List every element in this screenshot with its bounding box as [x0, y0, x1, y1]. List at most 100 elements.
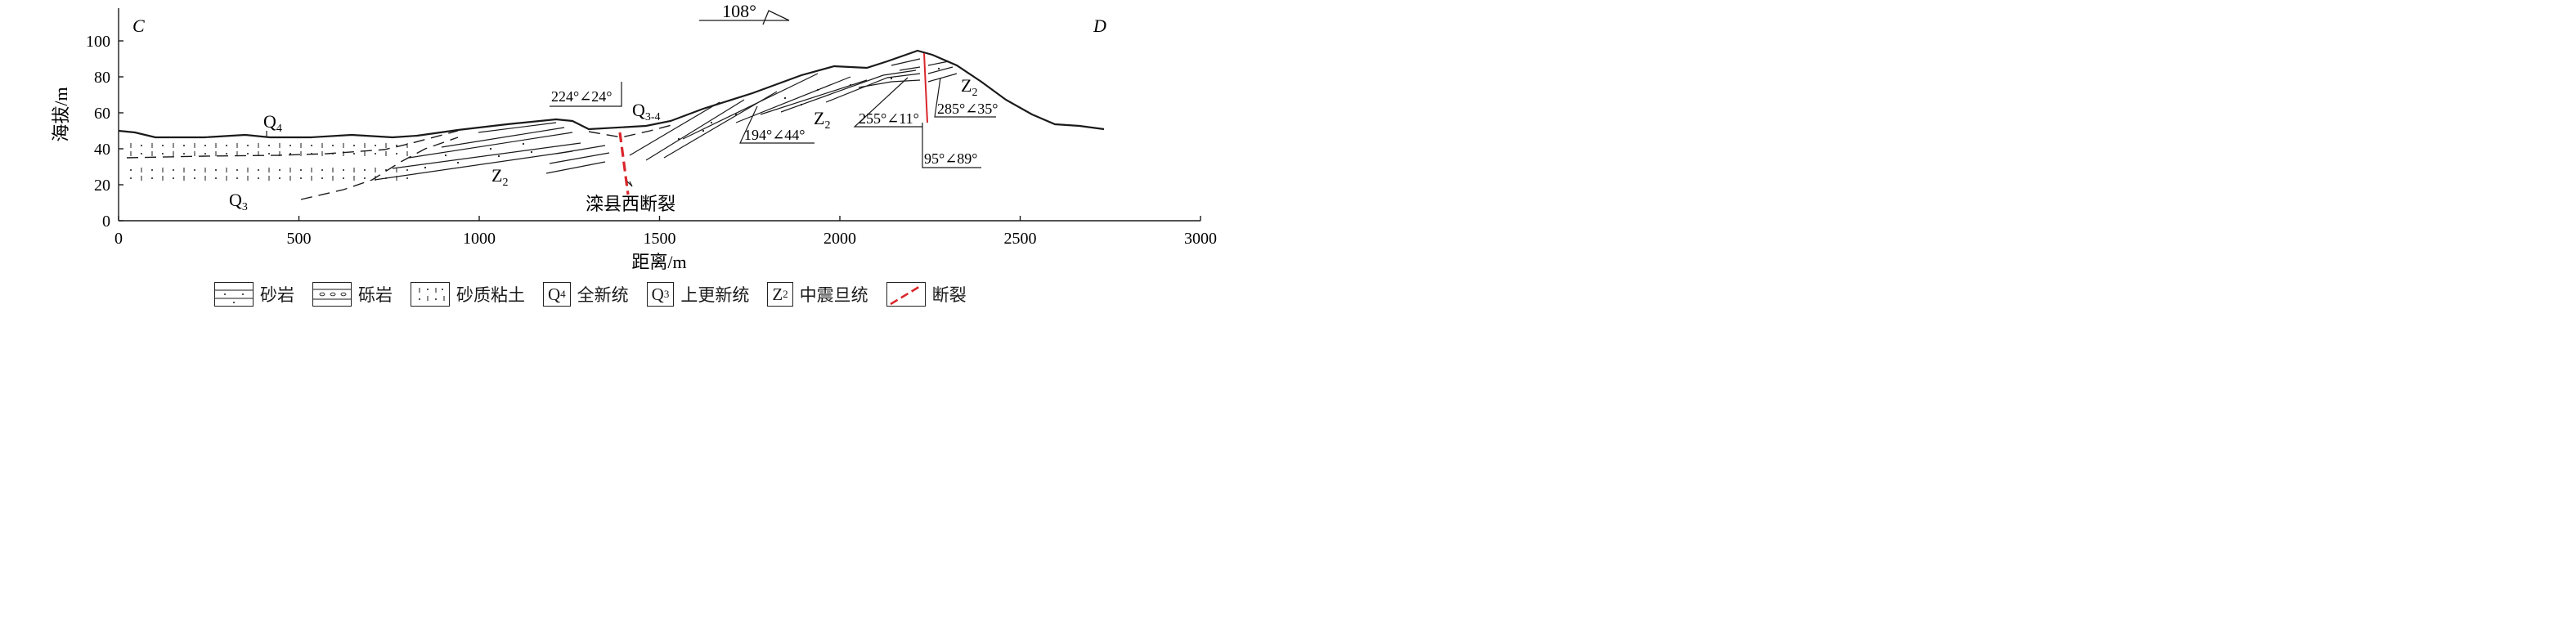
clay-dot [406, 169, 408, 171]
attitude-label-5: 95°∠89° [924, 150, 977, 167]
clay-dot [279, 177, 280, 179]
legend-swatch [214, 282, 254, 307]
strike-label: 108° [722, 1, 756, 21]
unit-label-z2-west: Z2 [491, 165, 508, 189]
clay-dot [364, 177, 366, 179]
west-luanxian-fault [618, 132, 630, 195]
legend-label: 全新统 [577, 285, 629, 305]
clay-dot [226, 153, 227, 155]
clay-dot [162, 145, 164, 146]
legend-label: 砂岩 [260, 285, 294, 305]
clay-dot [375, 145, 376, 146]
clay-dot [173, 169, 174, 171]
legend-label: 上更新统 [680, 285, 750, 305]
clay-dot [236, 169, 238, 171]
legend-label: 断裂 [931, 285, 967, 305]
clay-dot [375, 153, 376, 155]
clay-dot [343, 169, 344, 171]
clay-dot [258, 169, 259, 171]
sand-dot [497, 155, 500, 158]
clay-dot [247, 153, 249, 155]
unit-label-q3: Q3 [229, 190, 248, 213]
x-tick-label: 1000 [463, 230, 496, 248]
legend-item-sandy-clay: 砂质粘土 [411, 282, 525, 307]
clay-dot [247, 145, 249, 146]
clay-dot [332, 145, 334, 146]
legend-item-conglomerate: 砾岩 [312, 282, 393, 307]
y-axis-label: 海拔/m [51, 87, 71, 141]
unit-label-q4: Q4 [263, 111, 282, 135]
sand-dot [424, 166, 427, 169]
sand-dot [937, 67, 940, 70]
y-tick-label: 60 [94, 105, 110, 123]
legend-label: 砾岩 [358, 285, 393, 305]
unit-label-z2-middle: Z2 [814, 108, 830, 132]
clay-dot [130, 169, 132, 171]
clay-dot [396, 145, 397, 146]
clay-dot [194, 177, 195, 179]
clay-dot [130, 177, 132, 179]
clay-dot [258, 177, 259, 179]
legend-label: 砂质粘土 [456, 285, 525, 305]
legend-swatch [886, 282, 926, 307]
y-tick-label: 100 [86, 33, 110, 51]
unit-labels: Q4 Q3 Q3-4 Z2 Z2 Z2 [229, 75, 977, 213]
clay-dot [194, 169, 195, 171]
clay-dot [332, 153, 334, 155]
sandy-clay-fill [130, 143, 408, 181]
sandstone-dots [424, 67, 940, 169]
x-tick-label: 1500 [644, 230, 676, 248]
clay-dot [311, 153, 312, 155]
unit-label-q34: Q3-4 [632, 100, 661, 123]
sand-dot [800, 103, 803, 106]
legend-swatch [411, 282, 450, 307]
clay-dot [151, 169, 153, 171]
x-tick-label: 500 [287, 230, 312, 248]
clay-dot [236, 177, 238, 179]
clay-dot [353, 145, 355, 146]
sediment-boundaries [126, 123, 675, 200]
clay-dot [300, 169, 302, 171]
clay-dot [141, 145, 142, 146]
legend-swatch [312, 282, 352, 307]
clay-dot [162, 153, 164, 155]
x-tick-label: 2000 [824, 230, 856, 248]
y-tick-label: 20 [94, 177, 110, 195]
clay-dot [364, 169, 366, 171]
clay-dot [385, 169, 387, 171]
x-axis-label: 距离/m [631, 252, 686, 272]
clay-dot [204, 153, 206, 155]
strike-symbol [699, 10, 790, 25]
attitude-label-4: 285°∠35° [937, 101, 998, 117]
sand-dot [444, 154, 447, 157]
y-tick-label: 40 [94, 141, 110, 159]
sand-dot [702, 129, 705, 132]
clay-dot [396, 153, 397, 155]
clay-dot [268, 145, 270, 146]
sand-dot [734, 113, 738, 116]
sand-dot [456, 161, 460, 164]
sand-dot [816, 88, 819, 92]
corner-label-c: C [132, 16, 145, 36]
clay-dot [183, 153, 185, 155]
eastern-fault [923, 52, 928, 123]
clay-dot [151, 177, 153, 179]
sand-dot [890, 77, 893, 80]
unit-label-z2-east: Z2 [961, 75, 977, 99]
clay-dot [289, 153, 291, 155]
clay-dot [204, 145, 206, 146]
clay-dot [300, 177, 302, 179]
clay-dot [321, 169, 323, 171]
bedding-lines [374, 58, 958, 181]
clay-dot [343, 177, 344, 179]
sand-dot [849, 83, 852, 87]
clay-dot [183, 145, 185, 146]
sand-dot [530, 150, 533, 154]
